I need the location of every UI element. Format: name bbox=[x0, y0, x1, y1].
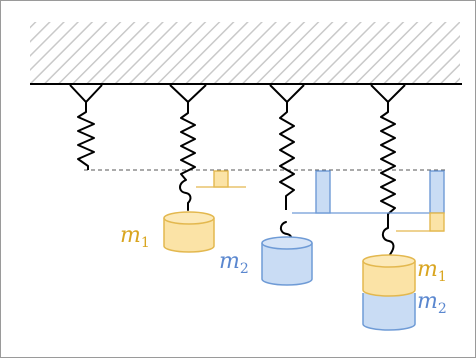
label-stack-m1: m1 bbox=[417, 257, 447, 285]
springs bbox=[77, 102, 396, 228]
mount-3-icon bbox=[269, 84, 305, 104]
spring-2-icon bbox=[180, 102, 196, 181]
mount-1-icon bbox=[69, 84, 103, 104]
indicators bbox=[196, 170, 445, 232]
mount-4-icon bbox=[370, 84, 406, 104]
label-m2: m2 bbox=[219, 249, 249, 277]
indicator-4-bar-blue bbox=[429, 170, 445, 214]
mount-2-icon bbox=[169, 84, 207, 104]
mass-stack-m1-cylinder bbox=[362, 254, 416, 297]
mass-stack-m2-cylinder bbox=[362, 293, 416, 331]
indicator-4-bar-orange bbox=[429, 212, 445, 232]
hook-2-icon bbox=[179, 179, 192, 211]
indicator-2-bar bbox=[213, 170, 229, 188]
spring-3-icon bbox=[279, 102, 295, 210]
ceiling bbox=[30, 22, 462, 85]
mass-m1-cylinder bbox=[163, 211, 215, 253]
spring-1-icon bbox=[77, 102, 95, 170]
label-stack-m2: m2 bbox=[417, 289, 447, 317]
spring-4-icon bbox=[380, 102, 396, 228]
indicator-3-bar bbox=[315, 170, 331, 214]
ceiling-hatch-icon bbox=[30, 22, 460, 84]
mass-m2-cylinder bbox=[261, 236, 313, 286]
mounts bbox=[69, 84, 406, 104]
label-m1: m1 bbox=[120, 223, 150, 251]
hook-4-icon bbox=[381, 227, 395, 257]
